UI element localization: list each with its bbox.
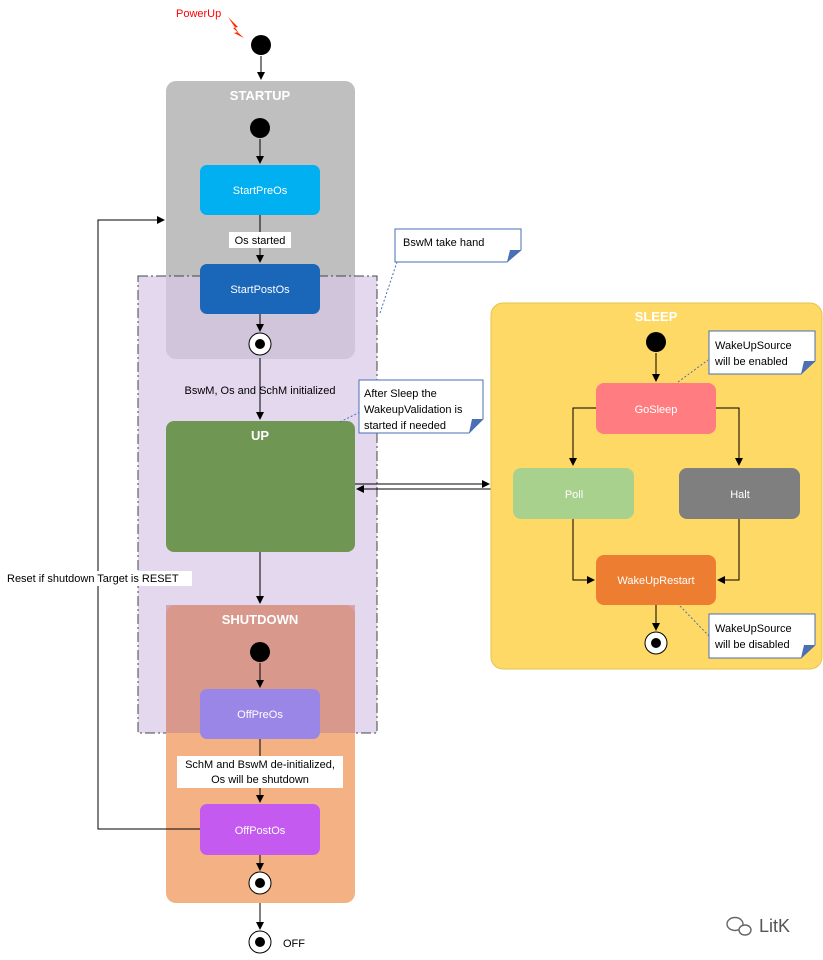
reset-label: Reset if shutdown Target is RESET (7, 573, 179, 585)
startup-final-node-dot (255, 339, 265, 349)
off-post-os-label: OffPostOs (235, 825, 286, 837)
start-post-os-state (200, 264, 320, 314)
sleep-title: SLEEP (635, 309, 678, 324)
poll-to-wakeup-arrow (572, 519, 595, 584)
powerup-label: PowerUp (176, 8, 221, 20)
sleep-initial-node (646, 332, 666, 352)
wakeup-enabled-note-line2: will be enabled (714, 356, 788, 368)
bswm-note-connector (379, 261, 398, 314)
off-pre-os-label: OffPreOs (237, 709, 283, 721)
deinit-label-bg (177, 756, 343, 788)
watermark-text: LitK (759, 916, 790, 936)
reset-loop-arrow (97, 216, 200, 830)
halt-state (679, 468, 800, 519)
start-post-os-label: StartPostOs (230, 284, 290, 296)
deinit-label-line2: Os will be shutdown (211, 774, 309, 786)
os-started-label-bg (229, 232, 291, 248)
start-pre-os-label: StartPreOs (233, 185, 288, 197)
after-sleep-note-line2: WakeupValidation is (364, 404, 463, 416)
halt-label: Halt (730, 489, 750, 501)
go-sleep-state (596, 383, 716, 434)
startup-initial-node (250, 118, 270, 138)
wakeup-disabled-note-connector (679, 605, 710, 637)
after-sleep-note-line1: After Sleep the (364, 388, 437, 400)
wakeup-enabled-note-fold-icon (801, 361, 815, 374)
wakeup-disabled-note-line1: WakeUpSource (715, 623, 792, 635)
shutdown-title: SHUTDOWN (222, 612, 299, 627)
bswm-note-text: BswM take hand (403, 237, 484, 249)
after-sleep-note-fold-icon (469, 419, 483, 433)
go-sleep-to-halt-arrow (716, 407, 743, 466)
off-final-node-dot (255, 937, 265, 947)
initial-node (251, 35, 271, 55)
wakeup-enabled-note-line1: WakeUpSource (715, 340, 792, 352)
off-label: OFF (283, 938, 305, 950)
os-started-label: Os started (235, 235, 286, 247)
init-label: BswM, Os and SchM initialized (185, 385, 336, 397)
start-pre-os-state (200, 165, 320, 215)
shutdown-initial-node (250, 642, 270, 662)
wakeup-restart-state (596, 555, 716, 605)
reset-label-bg (6, 571, 192, 586)
go-sleep-label: GoSleep (635, 404, 678, 416)
halt-to-wakeup-arrow (717, 519, 740, 584)
wakeup-disabled-note-line2: will be disabled (714, 639, 790, 651)
deinit-label-line1: SchM and BswM de-initialized, (185, 759, 335, 771)
up-title: UP (251, 428, 269, 443)
go-sleep-to-poll-arrow (569, 407, 596, 466)
poll-state (513, 468, 634, 519)
shutdown-final-node-dot (255, 878, 265, 888)
after-sleep-note-line3: started if needed (364, 420, 446, 432)
up-state (166, 421, 355, 552)
lightning-icon (228, 17, 244, 38)
startup-title: STARTUP (230, 88, 291, 103)
off-pre-os-state (200, 689, 320, 739)
wakeup-disabled-note-fold-icon (801, 645, 815, 658)
off-post-os-state (200, 804, 320, 855)
wechat-icon (726, 916, 752, 936)
poll-label: Poll (565, 489, 583, 501)
bswm-note-fold-icon (507, 250, 521, 262)
wakeup-disabled-note (708, 613, 816, 659)
sleep-final-node-dot (651, 638, 661, 648)
wakeup-restart-label: WakeUpRestart (617, 575, 694, 587)
